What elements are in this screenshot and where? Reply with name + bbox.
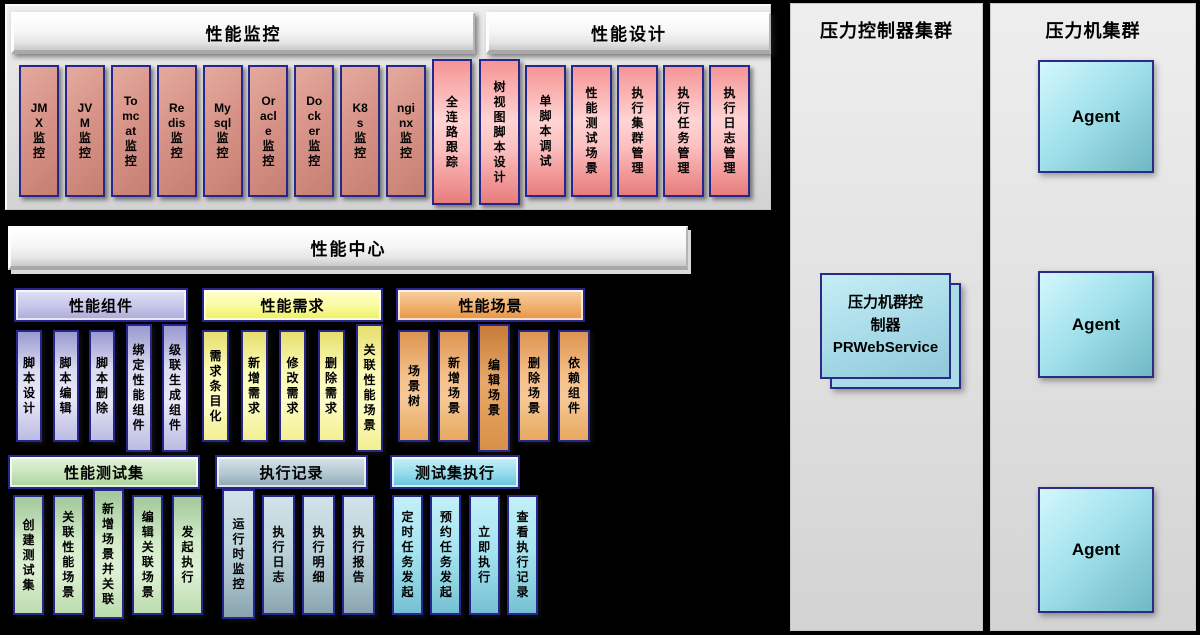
feature-column-jmx-monitor: JM X 监 控 xyxy=(19,65,59,197)
monitor-feature-columns: JM X 监 控 JV M 监 控 To mc at 监 控 Re dis 监 … xyxy=(19,59,472,205)
feature-column-nginx-monitor: ngi nx 监 控 xyxy=(386,65,426,197)
feature-column-create-testset: 创 建 测 试 集 xyxy=(13,495,44,615)
feature-column-script-edit: 脚 本 编 辑 xyxy=(52,330,79,442)
feature-column-link-perf-scene: 关 联 性 能 场 景 xyxy=(356,324,383,452)
performance-testset-columns: 创 建 测 试 集 关 联 性 能 场 景 新 增 场 景 并 关 联 编 辑 … xyxy=(13,489,203,619)
feature-column-perf-test-scene: 性 能 测 试 场 景 xyxy=(571,65,612,197)
feature-column-exec-cluster-mgmt: 执 行 集 群 管 理 xyxy=(617,65,658,197)
feature-column-script-design: 脚 本 设 计 xyxy=(16,330,42,442)
group-header-performance-testset: 性能测试集 xyxy=(8,455,200,489)
performance-monitor-header: 性能监控 xyxy=(11,12,475,54)
feature-column-bind-perf-component: 绑 定 性 能 组 件 xyxy=(125,324,152,452)
feature-column-delete-scene: 删 除 场 景 xyxy=(518,330,550,442)
group-header-execution-record: 执行记录 xyxy=(215,455,368,489)
group-header-performance-requirement: 性能需求 xyxy=(202,288,383,322)
feature-column-exec-task-mgmt: 执 行 任 务 管 理 xyxy=(663,65,704,197)
agent-box: Agent xyxy=(1038,271,1154,378)
feature-column-add-scene-and-link: 新 增 场 景 并 关 联 xyxy=(92,489,124,619)
group-header-performance-component: 性能组件 xyxy=(14,288,188,322)
feature-column-jvm-monitor: JV M 监 控 xyxy=(64,65,105,197)
group-header-performance-scene: 性能场景 xyxy=(396,288,585,322)
feature-column-full-link-trace: 全 连 路 跟 踪 xyxy=(431,59,472,205)
feature-column-delete-requirement: 删 除 需 求 xyxy=(317,330,345,442)
design-feature-columns: 树 视 图 脚 本 设 计 单 脚 本 调 试 性 能 测 试 场 景 执 行 … xyxy=(479,59,750,205)
performance-requirement-columns: 需 求 条 目 化 新 增 需 求 修 改 需 求 删 除 需 求 关 联 性 … xyxy=(202,324,383,452)
feature-column-k8s-monitor: K8 s 监 控 xyxy=(340,65,381,197)
feature-column-runtime-monitor: 运 行 时 监 控 xyxy=(222,489,255,619)
pressure-machine-cluster-title: 压力机集群 xyxy=(1045,21,1141,41)
feature-column-execution-report: 执 行 报 告 xyxy=(342,495,375,615)
feature-column-mysql-monitor: My sql 监 控 xyxy=(202,65,243,197)
feature-column-oracle-monitor: Or acl e 监 控 xyxy=(248,65,289,197)
agent-box: Agent xyxy=(1038,60,1154,173)
pressure-machine-cluster-panel: 压力机集群 Agent Agent Agent xyxy=(990,3,1196,631)
feature-column-edit-scene: 编 辑 场 景 xyxy=(478,324,510,452)
feature-column-execution-detail: 执 行 明 细 xyxy=(302,495,335,615)
feature-column-launch-execution: 发 起 执 行 xyxy=(172,495,203,615)
execution-record-columns: 运 行 时 监 控 执 行 日 志 执 行 明 细 执 行 报 告 xyxy=(222,489,375,619)
feature-column-execute-now: 立 即 执 行 xyxy=(468,495,500,615)
feature-column-edit-linked-scene: 编 辑 关 联 场 景 xyxy=(132,495,164,615)
feature-column-single-script-debug: 单 脚 本 调 试 xyxy=(525,65,566,197)
feature-column-add-scene: 新 增 场 景 xyxy=(438,330,470,442)
feature-column-dependency-component: 依 赖 组 件 xyxy=(558,330,590,442)
group-header-testset-execution: 测试集执行 xyxy=(390,455,520,489)
feature-column-redis-monitor: Re dis 监 控 xyxy=(156,65,197,197)
controller-box: 压力机群控 制器 PRWebService xyxy=(820,273,951,379)
feature-column-link-perf-scene2: 关 联 性 能 场 景 xyxy=(52,495,84,615)
performance-design-header: 性能设计 xyxy=(486,12,771,54)
pressure-controller-cluster-title: 压力控制器集群 xyxy=(820,21,953,41)
feature-column-requirement-itemize: 需 求 条 目 化 xyxy=(202,330,229,442)
agent-box: Agent xyxy=(1038,487,1154,613)
testset-execution-columns: 定 时 任 务 发 起 预 约 任 务 发 起 立 即 执 行 查 看 执 行 … xyxy=(392,489,538,615)
feature-column-cascade-gen-component: 级 联 生 成 组 件 xyxy=(162,324,188,452)
feature-column-reserved-task-launch: 预 约 任 务 发 起 xyxy=(430,495,462,615)
feature-column-scheduled-task-launch: 定 时 任 务 发 起 xyxy=(392,495,423,615)
feature-column-modify-requirement: 修 改 需 求 xyxy=(279,330,306,442)
feature-column-tomcat-monitor: To mc at 监 控 xyxy=(110,65,151,197)
feature-column-scene-tree: 场 景 树 xyxy=(398,330,430,442)
feature-column-script-delete: 脚 本 删 除 xyxy=(89,330,115,442)
feature-column-docker-monitor: Do ck er 监 控 xyxy=(294,65,335,197)
performance-component-columns: 脚 本 设 计 脚 本 编 辑 脚 本 删 除 绑 定 性 能 组 件 级 联 … xyxy=(16,324,188,452)
pressure-controller-cluster-panel: 压力控制器集群 压力机群控 制器 PRWebService xyxy=(790,3,983,631)
performance-scene-columns: 场 景 树 新 增 场 景 编 辑 场 景 删 除 场 景 依 赖 组 件 xyxy=(398,324,590,452)
feature-column-view-execution-record: 查 看 执 行 记 录 xyxy=(506,495,538,615)
performance-suite-panel: 性能监控 性能设计 JM X 监 控 JV M 监 控 To mc at 监 控… xyxy=(5,4,771,210)
feature-column-tree-script-design: 树 视 图 脚 本 设 计 xyxy=(479,59,520,205)
feature-column-exec-log-mgmt: 执 行 日 志 管 理 xyxy=(709,65,750,197)
feature-column-add-requirement: 新 增 需 求 xyxy=(240,330,268,442)
performance-center-bar: 性能中心 xyxy=(8,226,688,270)
feature-column-execution-log: 执 行 日 志 xyxy=(262,495,295,615)
